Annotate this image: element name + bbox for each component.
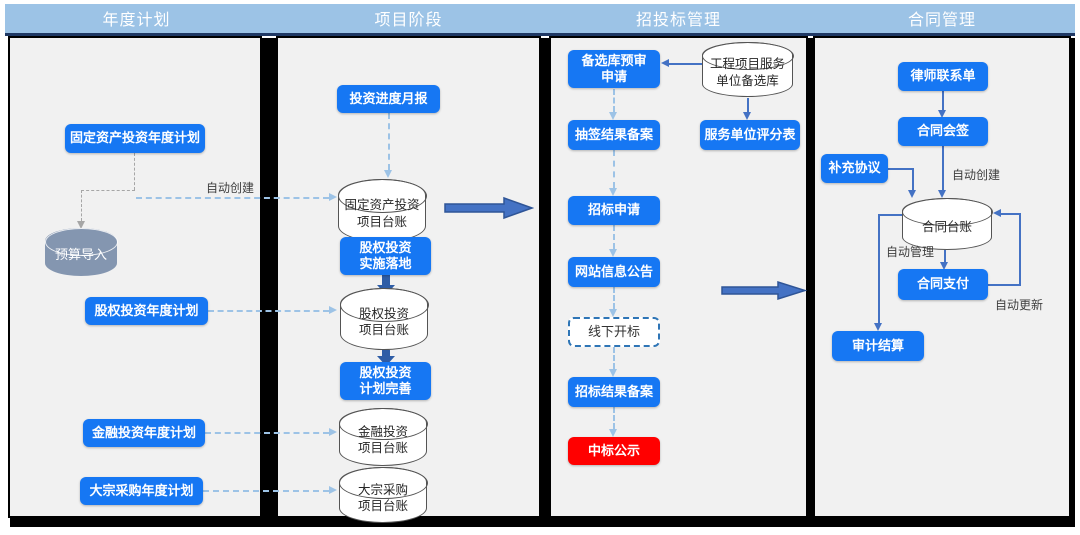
arrowhead-icon bbox=[874, 323, 882, 331]
node-fixed-asset-annual-plan: 固定资产投资年度计划 bbox=[65, 124, 205, 153]
arrowhead-icon bbox=[661, 59, 669, 67]
arrowhead-icon bbox=[609, 249, 617, 257]
node-bid-result-record: 招标结果备案 bbox=[568, 377, 660, 407]
datastore-fixed-asset-ledger: 固定资产投资 项目台账 bbox=[337, 178, 427, 242]
node-equity-annual-plan: 股权投资年度计划 bbox=[85, 297, 208, 325]
connector bbox=[613, 347, 615, 369]
arrowhead-icon bbox=[938, 190, 946, 198]
connector bbox=[944, 250, 946, 262]
diagram-bottom-shadow bbox=[10, 518, 1075, 527]
node-supplement-agreement: 补充协议 bbox=[821, 154, 888, 183]
connector bbox=[942, 91, 944, 110]
arrowhead-icon bbox=[938, 110, 946, 118]
connector bbox=[1019, 213, 1021, 286]
connector bbox=[613, 287, 615, 309]
arrowhead-icon bbox=[77, 221, 85, 229]
arrowhead-icon bbox=[908, 190, 916, 198]
label-auto-create: 自动创建 bbox=[206, 181, 255, 195]
arrowhead-icon bbox=[609, 112, 617, 120]
datastore-equity-ledger: 股权投资 项目台账 bbox=[339, 287, 429, 350]
flow-arrow-bidding-to-contract bbox=[721, 280, 807, 301]
connector bbox=[203, 490, 329, 492]
connector bbox=[613, 407, 615, 429]
lane-title-project-phase: 项目阶段 bbox=[374, 12, 443, 29]
connector bbox=[134, 153, 135, 190]
arrowhead-icon bbox=[329, 306, 337, 314]
datastore-bulk-purchase-ledger: 大宗采购 项目台账 bbox=[338, 466, 428, 523]
connector bbox=[613, 89, 615, 112]
connector bbox=[1000, 213, 1020, 215]
node-winning-announcement: 中标公示 bbox=[568, 437, 660, 465]
flow-arrow-project-to-bidding bbox=[444, 196, 534, 220]
lane-divider bbox=[1069, 38, 1075, 525]
connector bbox=[878, 214, 903, 216]
connector bbox=[81, 190, 135, 191]
arrowhead-icon bbox=[609, 429, 617, 437]
connector bbox=[878, 214, 880, 324]
node-monthly-progress-report: 投资进度月报 bbox=[337, 85, 440, 113]
connector bbox=[205, 432, 329, 434]
datastore-budget-import: 预算导入 bbox=[44, 227, 118, 276]
connector bbox=[912, 168, 914, 190]
node-bid-request: 招标申请 bbox=[568, 196, 660, 225]
node-prequalification-request: 备选库预审 申请 bbox=[568, 50, 660, 88]
connector bbox=[388, 113, 390, 170]
connector bbox=[747, 98, 749, 112]
node-bulk-purchase-annual-plan: 大宗采购年度计划 bbox=[80, 477, 203, 505]
connector bbox=[208, 310, 329, 312]
node-service-unit-score: 服务单位评分表 bbox=[700, 120, 800, 150]
arrowhead-icon bbox=[743, 112, 751, 120]
node-contract-countersign: 合同会签 bbox=[898, 117, 988, 146]
node-website-announcement: 网站信息公告 bbox=[568, 257, 660, 287]
connector bbox=[613, 150, 615, 188]
lane-divider bbox=[261, 38, 276, 525]
arrowhead-icon bbox=[329, 486, 337, 494]
lane-divider bbox=[806, 38, 813, 523]
arrowhead-icon bbox=[609, 188, 617, 196]
arrowhead-icon bbox=[329, 428, 337, 436]
connector bbox=[888, 168, 914, 170]
lane-title-annual-plan: 年度计划 bbox=[102, 12, 171, 29]
lane-title-bidding-mgmt: 招投标管理 bbox=[635, 12, 721, 29]
arrowhead-icon bbox=[993, 209, 1001, 217]
label-auto-manage: 自动管理 bbox=[886, 245, 935, 259]
arrowhead-icon bbox=[609, 369, 617, 377]
node-lottery-result-record: 抽签结果备案 bbox=[568, 120, 660, 150]
node-equity-plan-improve: 股权投资 计划完善 bbox=[340, 362, 431, 400]
label-auto-update: 自动更新 bbox=[995, 298, 1044, 312]
arrowhead-icon bbox=[940, 262, 948, 270]
node-audit-settlement: 审计结算 bbox=[832, 331, 924, 361]
connector bbox=[613, 225, 615, 249]
label-auto-create: 自动创建 bbox=[952, 168, 1001, 182]
connector bbox=[942, 146, 944, 190]
connector bbox=[81, 190, 82, 221]
node-financial-annual-plan: 金融投资年度计划 bbox=[83, 419, 205, 447]
node-contract-payment: 合同支付 bbox=[898, 269, 988, 300]
datastore-service-unit-pool: 工程项目服务 单位备选库 bbox=[701, 41, 794, 97]
datastore-financial-ledger: 金融投资 项目台账 bbox=[338, 407, 428, 466]
arrowhead-icon bbox=[609, 309, 617, 317]
node-lawyer-contact: 律师联系单 bbox=[898, 62, 988, 91]
connector bbox=[668, 63, 702, 65]
lane-divider bbox=[539, 38, 549, 525]
connector bbox=[988, 284, 1021, 286]
arrowhead-icon bbox=[329, 193, 337, 201]
arrowhead-icon bbox=[384, 170, 392, 178]
connector-auto-create bbox=[136, 197, 329, 199]
lane-title-contract-mgmt: 合同管理 bbox=[907, 12, 976, 29]
node-offline-bid-opening: 线下开标 bbox=[568, 317, 660, 347]
datastore-contract-ledger: 合同台账 bbox=[901, 197, 993, 250]
node-equity-implementation: 股权投资 实施落地 bbox=[340, 237, 431, 275]
lane-header-band: 年度计划 项目阶段 招投标管理 合同管理 bbox=[5, 4, 1075, 36]
